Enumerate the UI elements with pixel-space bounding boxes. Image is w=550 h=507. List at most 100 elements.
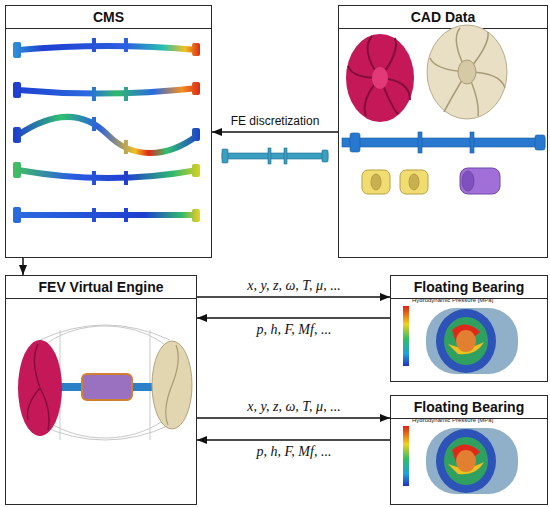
data-arrow xyxy=(197,417,390,419)
edge-label: x, y, z, ω, T, μ, ... xyxy=(247,278,340,294)
mode-shape-shaft xyxy=(13,42,21,58)
compressor-wheel xyxy=(348,36,410,116)
engine-rotor xyxy=(152,341,192,429)
bearing-bushing xyxy=(362,170,390,194)
fe-shaft xyxy=(322,150,328,162)
engine-rotor xyxy=(18,340,192,436)
mode-shape-shaft xyxy=(192,43,200,56)
mode-shape-shaft xyxy=(124,171,128,185)
mode-shape-shaft xyxy=(92,208,96,222)
engine-rotor xyxy=(28,344,50,430)
mode-shape-shaft xyxy=(13,38,200,58)
edge-label: p, h, F, Mf, ... xyxy=(257,322,332,338)
panel-title: Floating Bearing xyxy=(391,396,547,419)
plot-title: Hydrodynamic Pressure [MPa] xyxy=(412,297,493,303)
mode-shape-shaft xyxy=(18,88,198,94)
mode-shape-shaft xyxy=(18,212,198,218)
pressure-plot xyxy=(452,324,480,342)
edge-label: x, y, z, ω, T, μ, ... xyxy=(247,399,340,415)
pressure-plot xyxy=(456,330,476,352)
panel-box: FEV Virtual Engine xyxy=(5,275,197,505)
data-arrow xyxy=(197,439,390,441)
mode-shape-shaft xyxy=(13,207,200,223)
mode-shape-shaft xyxy=(192,82,200,95)
panel-box: CMS xyxy=(5,5,212,258)
fe-shaft xyxy=(284,148,287,164)
mode-shape-shaft xyxy=(92,38,96,52)
pressure-plot xyxy=(436,429,496,493)
panel-title: CMS xyxy=(6,6,211,29)
bearing-bushing xyxy=(409,174,419,190)
panel-title: CAD Data xyxy=(339,6,547,29)
mode-shape-shaft xyxy=(13,162,21,178)
rotor-shaft xyxy=(470,132,474,153)
rotor-shaft xyxy=(342,132,545,153)
engine-rotor xyxy=(166,345,179,425)
engine-rotor xyxy=(18,340,62,436)
panel-box: Floating Bearing xyxy=(390,395,548,505)
compressor-wheel xyxy=(346,34,414,122)
mode-shape-shaft xyxy=(192,209,200,222)
fe-shaft xyxy=(222,148,328,164)
mode-shape-shaft xyxy=(192,164,200,177)
bearing-housing xyxy=(460,168,500,194)
turbine-wheel xyxy=(458,60,476,84)
pressure-plot xyxy=(426,428,518,494)
pressure-plot xyxy=(403,426,518,494)
mode-shape-shaft xyxy=(18,117,198,153)
pressure-plot xyxy=(448,342,484,354)
engine-housing xyxy=(40,325,170,440)
mode-shape-shaft xyxy=(124,38,128,52)
pressure-plot xyxy=(436,309,496,373)
bearing-bushing xyxy=(362,170,428,194)
data-arrow xyxy=(22,258,24,275)
pressure-plot xyxy=(456,450,476,472)
mode-shape-shaft xyxy=(124,87,128,101)
mode-shape-shaft xyxy=(92,117,96,131)
panel-title: Floating Bearing xyxy=(391,276,547,299)
mode-shape-shaft xyxy=(13,82,200,101)
pressure-plot xyxy=(444,437,488,485)
data-arrow xyxy=(197,296,390,298)
rotor-shaft xyxy=(535,135,545,150)
pressure-plot xyxy=(403,426,409,486)
compressor-wheel xyxy=(372,67,388,89)
fe-shaft xyxy=(222,149,228,163)
mode-shape-shaft xyxy=(92,87,96,101)
mode-shape-shaft xyxy=(92,171,96,185)
rotor-shaft xyxy=(418,132,422,153)
pressure-plot xyxy=(403,306,518,374)
mode-shape-shaft xyxy=(13,117,200,154)
rotor-shaft xyxy=(342,138,545,147)
panel-box: Floating Bearing xyxy=(390,275,548,382)
fe-shaft xyxy=(268,148,271,164)
mode-shape-shaft xyxy=(13,127,21,143)
mode-shape-shaft xyxy=(18,46,198,50)
pressure-plot xyxy=(444,317,488,365)
data-arrow xyxy=(197,317,390,319)
compressor-wheel xyxy=(346,34,414,122)
panel-title: FEV Virtual Engine xyxy=(6,276,196,299)
turbine-wheel xyxy=(427,25,507,119)
bearing-housing xyxy=(460,168,500,194)
mode-shape-shaft xyxy=(18,170,198,178)
panel-box: CAD Data xyxy=(338,5,548,258)
fe-shaft xyxy=(222,153,328,159)
mode-shape-shaft xyxy=(13,207,21,223)
pressure-plot xyxy=(426,308,518,374)
engine-rotor xyxy=(82,374,132,400)
mode-shape-shaft xyxy=(192,128,200,141)
mode-shape-shaft xyxy=(124,208,128,222)
bearing-housing xyxy=(462,171,474,191)
turbine-wheel xyxy=(427,25,507,119)
pressure-plot xyxy=(452,444,480,462)
plot-title: Hydrodynamic Pressure [MPa] xyxy=(412,417,493,423)
mode-shape-shaft xyxy=(124,140,128,154)
data-arrow xyxy=(212,131,338,133)
edge-label: p, h, F, Mf, ... xyxy=(257,444,332,460)
turbine-wheel xyxy=(430,28,505,116)
pressure-plot xyxy=(403,306,409,366)
